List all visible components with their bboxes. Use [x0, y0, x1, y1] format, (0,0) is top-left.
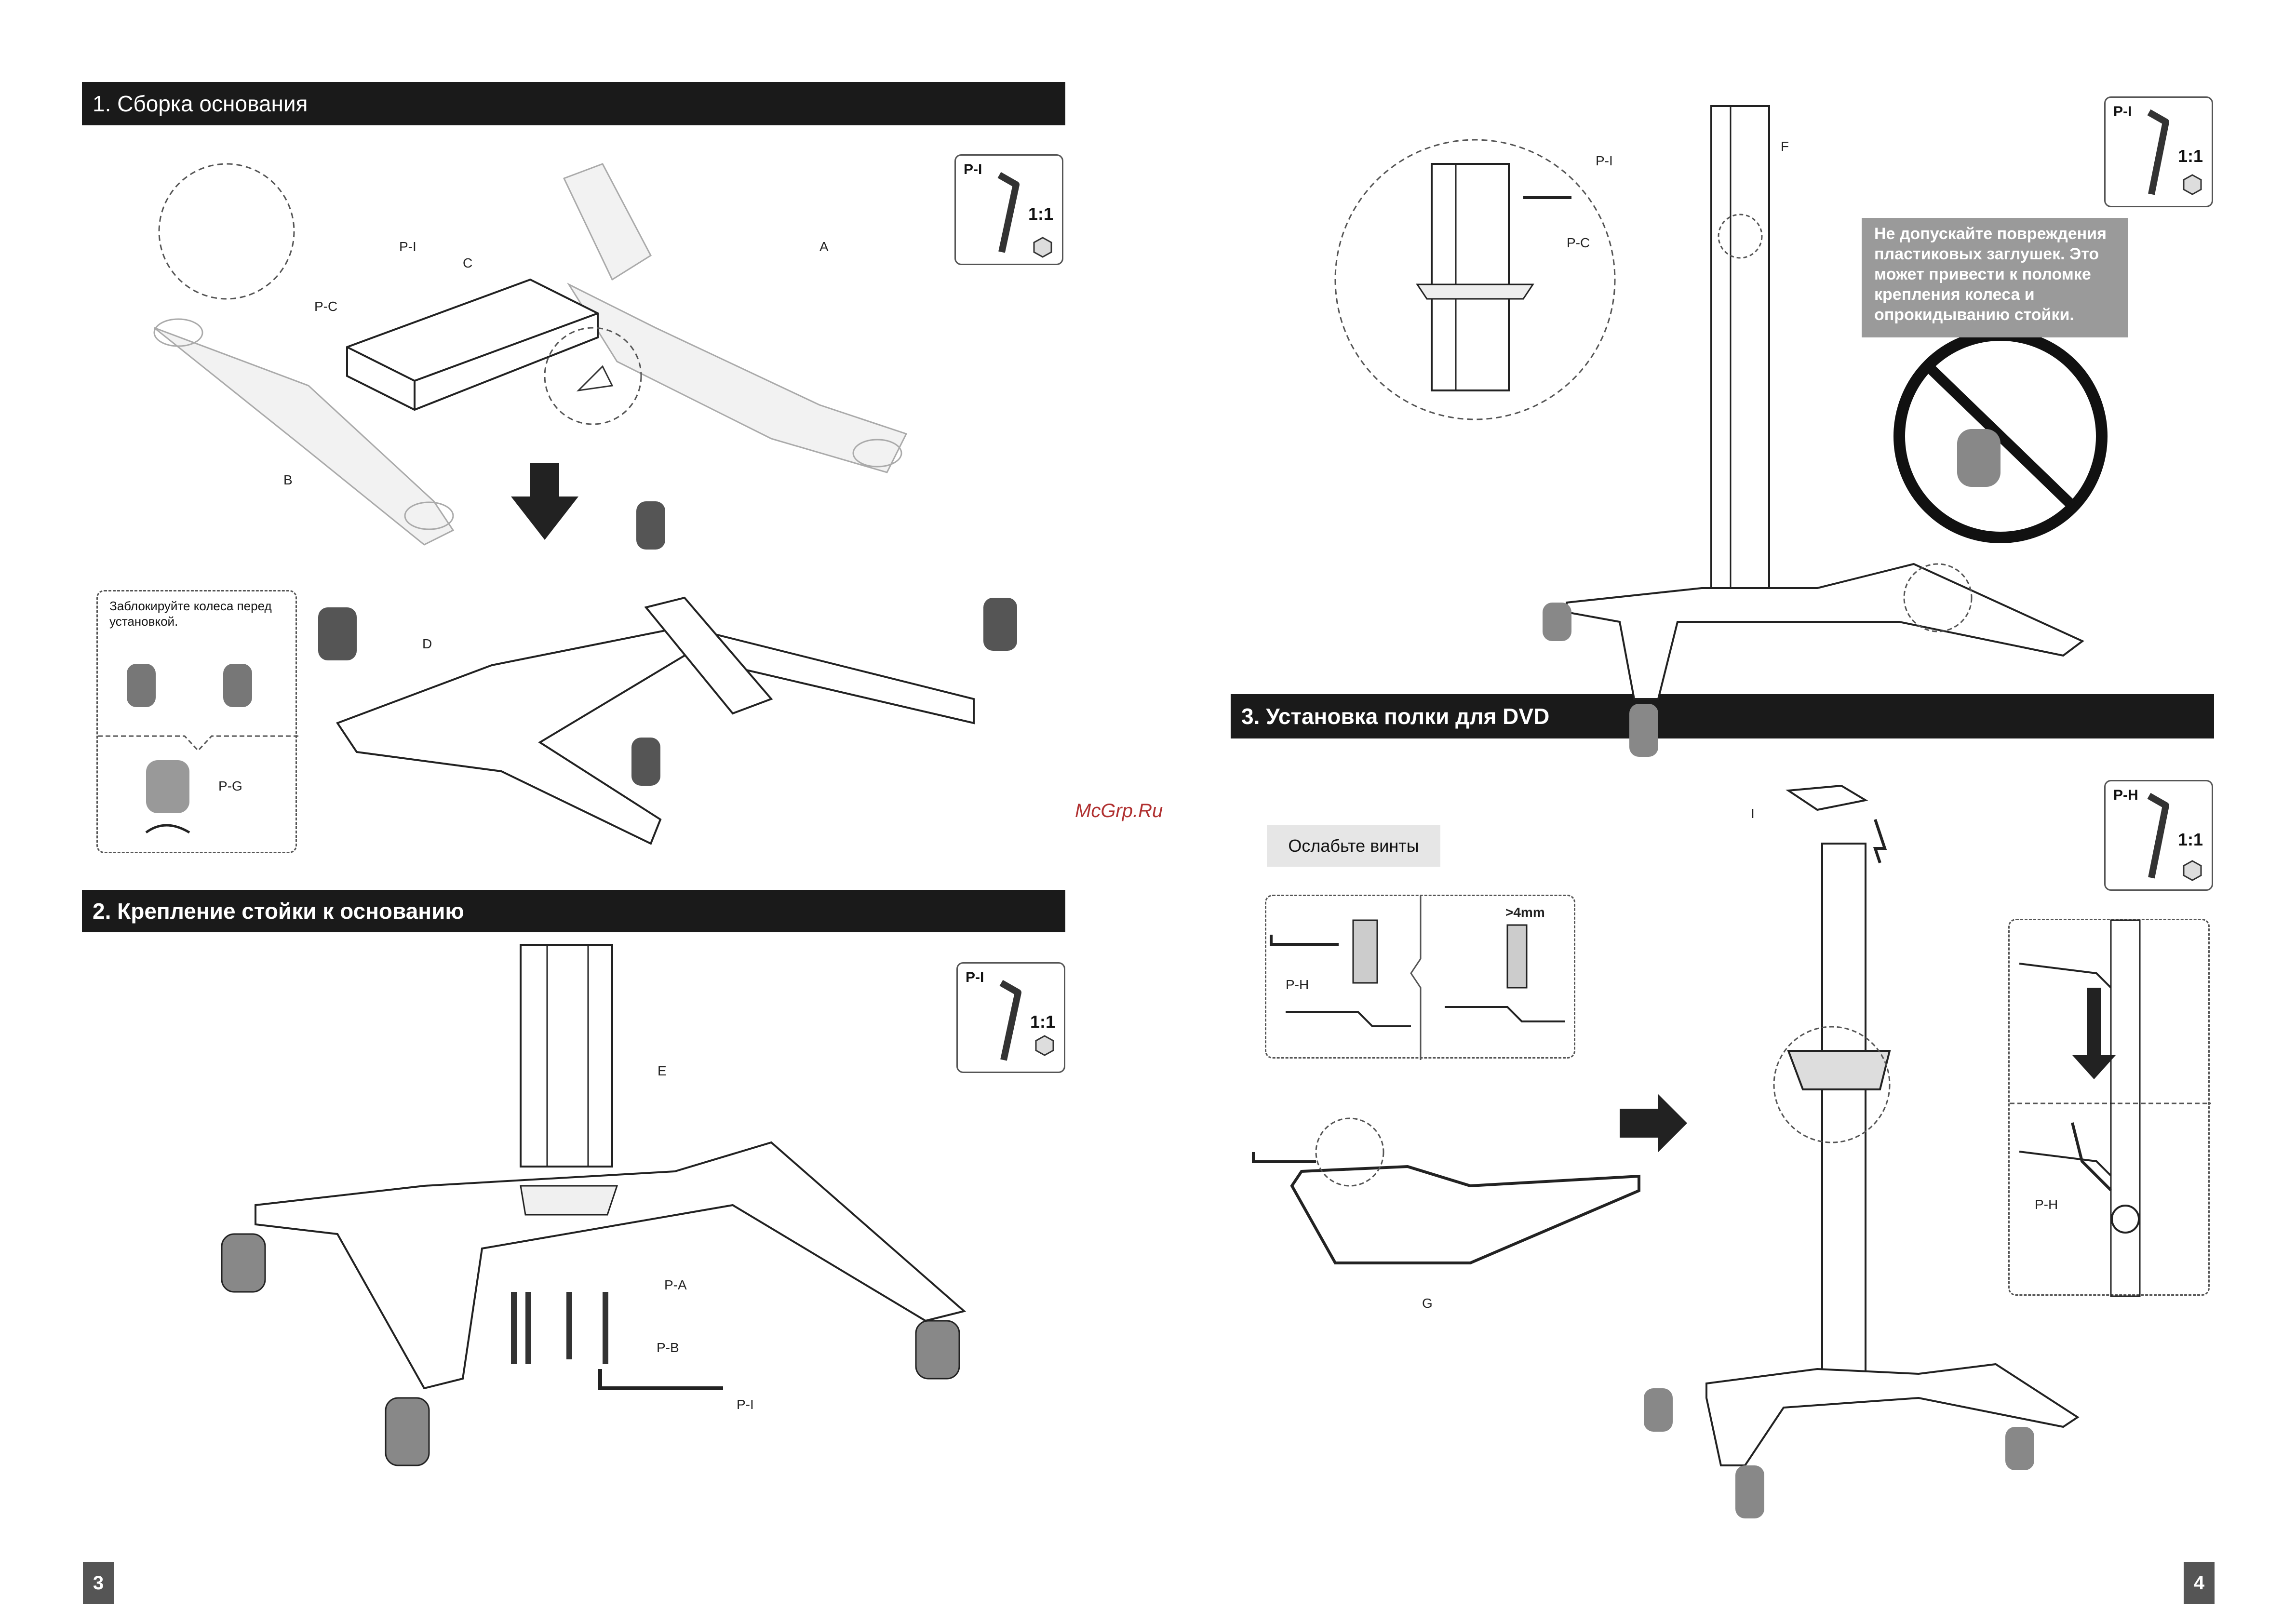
step1-base-exploded-diagram	[153, 163, 1017, 845]
label-p-b: P-B	[657, 1340, 679, 1355]
page-number-right: 4	[2184, 1562, 2215, 1604]
section-1-title: 1. Сборка основания	[82, 82, 1065, 125]
hex-key-icon	[2147, 109, 2202, 195]
loosen-detail-panel: P-H >4mm	[1265, 895, 1575, 1060]
label-p-c: P-C	[314, 299, 338, 314]
tool-id: P-I	[964, 161, 982, 177]
label-b: B	[283, 472, 293, 487]
label-d: D	[422, 636, 432, 651]
label-f: F	[1781, 139, 1789, 154]
tool-id: P-H	[2113, 787, 2138, 803]
label-p-a: P-A	[664, 1277, 687, 1292]
shelf-detail-panel: P-H	[2008, 919, 2211, 1297]
label-p-c-post: P-C	[1567, 235, 1590, 250]
hex-key-icon	[999, 980, 1054, 1061]
hex-key-icon	[2147, 792, 2202, 881]
label-p-g: P-G	[218, 778, 242, 793]
lock-wheels-note: Заблокируйте колеса перед установкой.	[109, 599, 272, 629]
page-number-left: 3	[83, 1562, 114, 1604]
hex-key-icon	[997, 172, 1052, 258]
tool-box-step1: P-I 1:1	[954, 154, 1063, 265]
tool-id: P-I	[2113, 104, 2132, 120]
warning-note: Не допускайте повреждения пластиковых за…	[1862, 218, 2128, 337]
label-e: E	[658, 1063, 667, 1078]
label-p-i-post: P-I	[1596, 153, 1613, 168]
step2-post-to-base-diagram	[221, 944, 967, 1466]
shelf-detail-diagram	[2010, 919, 2211, 1297]
tool-id: P-I	[966, 969, 984, 985]
label-gap: >4mm	[1505, 905, 1545, 920]
tool-scale: 1:1	[1028, 204, 1053, 224]
label-c: C	[463, 255, 473, 270]
tool-box-step2: P-I 1:1	[956, 962, 1065, 1073]
tool-scale: 1:1	[1030, 1012, 1055, 1032]
lock-wheels-panel: Заблокируйте колеса перед установкой. P-…	[96, 590, 298, 853]
tool-box-step3: P-H 1:1	[2104, 780, 2213, 891]
label-g: G	[1422, 1296, 1433, 1311]
loosen-screws-label: Ослабьте винты	[1267, 825, 1440, 867]
tool-scale: 1:1	[2177, 830, 2203, 849]
section-3-title: 3. Установка полки для DVD	[1231, 694, 2214, 738]
tool-box-post: P-I 1:1	[2104, 96, 2213, 207]
tool-scale: 1:1	[2177, 146, 2203, 166]
watermark: McGrp.Ru	[1075, 800, 1163, 821]
label-p-i: P-I	[399, 239, 416, 254]
loosen-detail-diagram	[1270, 896, 1565, 1060]
label-a: A	[819, 239, 829, 254]
caster-lock-diagram	[98, 664, 298, 834]
post-install-diagram	[1334, 105, 2108, 757]
section-2-title: 2. Крепление стойки к основанию	[82, 890, 1065, 932]
label-p-i-step2: P-I	[737, 1397, 754, 1412]
label-p-h: P-H	[1286, 977, 1309, 992]
step3-shelf-diagram	[1252, 784, 2080, 1518]
label-i: I	[1751, 806, 1755, 821]
label-p-h-detail: P-H	[2035, 1197, 2058, 1212]
